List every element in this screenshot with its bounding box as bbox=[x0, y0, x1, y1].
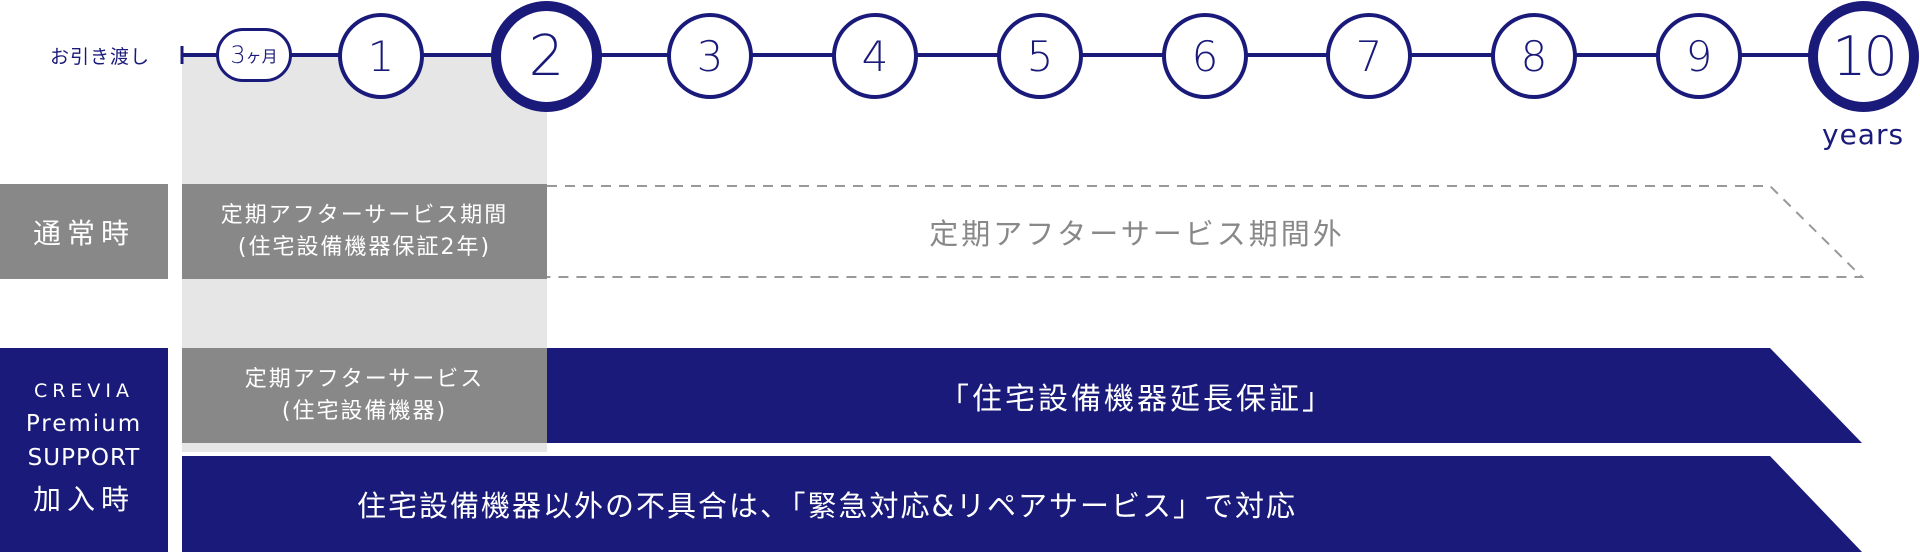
other-support-bar bbox=[182, 456, 1862, 552]
normal-period-line2: (住宅設備機器保証2年) bbox=[237, 234, 492, 260]
year-label: 2 bbox=[528, 24, 565, 89]
other-support-label: 住宅設備機器以外の不具合は、「緊急対応&リペアサービス」で対応 bbox=[356, 489, 1298, 523]
years-unit-label: years bbox=[1822, 118, 1905, 151]
normal-row-label-text: 通常時 bbox=[32, 216, 135, 250]
year-label: 9 bbox=[1685, 31, 1713, 81]
premium-service-line2: (住宅設備機器) bbox=[281, 398, 448, 424]
year-label: 8 bbox=[1520, 31, 1548, 81]
premium-service-line1: 定期アフターサービス bbox=[244, 366, 485, 392]
premium-label-support: SUPPORT bbox=[27, 445, 141, 471]
milestone-year-6: 6 bbox=[1162, 13, 1248, 99]
milestone-year-7: 7 bbox=[1326, 13, 1412, 99]
milestone-year-10: 10 bbox=[1808, 1, 1919, 112]
normal-row-label: 通常時 bbox=[0, 184, 168, 279]
normal-service-period-block: 定期アフターサービス期間 (住宅設備機器保証2年) bbox=[182, 184, 547, 279]
premium-label-joined: 加入時 bbox=[32, 483, 135, 516]
extended-warranty-label: 「住宅設備機器延長保証」 bbox=[939, 381, 1335, 417]
year-label: 3 bbox=[696, 31, 724, 81]
normal-period-line1: 定期アフターサービス期間 bbox=[220, 202, 509, 228]
milestone-year-2: 2 bbox=[491, 1, 602, 112]
milestone-year-1: 1 bbox=[338, 13, 424, 99]
milestone-year-8: 8 bbox=[1491, 13, 1577, 99]
year-label: 10 bbox=[1832, 25, 1898, 88]
milestone-year-3: 3 bbox=[667, 13, 753, 99]
premium-label-premium: Premium bbox=[25, 411, 143, 437]
three-month-unit: ヶ月 bbox=[245, 47, 278, 66]
milestone-year-9: 9 bbox=[1656, 13, 1742, 99]
premium-row-label: CREVIA Premium SUPPORT 加入時 bbox=[0, 348, 168, 552]
milestone-year-5: 5 bbox=[997, 13, 1083, 99]
year-label: 5 bbox=[1026, 31, 1054, 81]
extended-warranty-bar bbox=[547, 348, 1862, 443]
handover-label: お引き渡し bbox=[50, 46, 151, 68]
year-label: 1 bbox=[367, 31, 395, 81]
outside-period-label: 定期アフターサービス期間外 bbox=[929, 216, 1345, 251]
year-label: 4 bbox=[861, 31, 889, 81]
year-label: 6 bbox=[1191, 31, 1219, 81]
year-label: 7 bbox=[1355, 31, 1383, 81]
premium-service-block: 定期アフターサービス (住宅設備機器) bbox=[182, 348, 547, 443]
three-month-number: 3 bbox=[230, 41, 246, 69]
premium-label-crevia: CREVIA bbox=[33, 380, 135, 402]
milestone-year-4: 4 bbox=[832, 13, 918, 99]
